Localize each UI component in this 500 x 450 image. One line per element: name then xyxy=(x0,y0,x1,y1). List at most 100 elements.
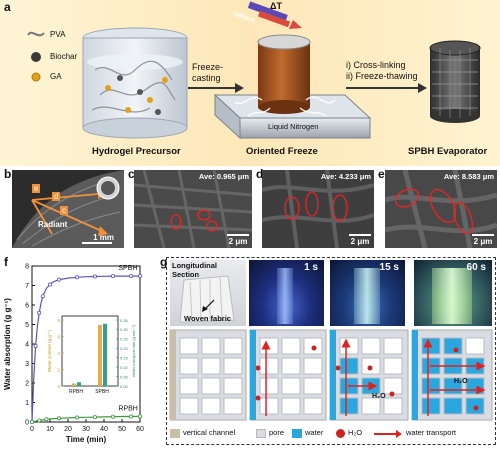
data-point-rpbh xyxy=(29,419,34,424)
legend-swatch-channel xyxy=(170,429,180,438)
diagram-1s xyxy=(249,329,327,421)
crosslink-line-2: ii) Freeze-thawing xyxy=(346,71,418,81)
x-tick-label: 60 xyxy=(136,426,144,433)
time-15s: 15 s xyxy=(379,262,399,273)
data-point-rpbh xyxy=(111,414,116,419)
legend-pva: PVA xyxy=(50,30,66,39)
inset-left-tick-label: 8 xyxy=(57,318,60,323)
x-tick-label: 50 xyxy=(118,426,126,433)
inset-bar-content-rpbh xyxy=(72,383,76,386)
legend-water: water xyxy=(305,428,324,437)
time-image-1s: 1 s xyxy=(249,260,324,326)
legend-pore: pore xyxy=(269,428,285,437)
x-tick-label: 0 xyxy=(30,426,34,433)
data-point-rpbh xyxy=(128,414,133,419)
longitudinal-section-photo: Longitudinal Section Woven fabric xyxy=(170,260,246,326)
water-transport-diagrams xyxy=(169,329,493,421)
data-point-rpbh xyxy=(37,418,42,423)
y-tick-label: 6 xyxy=(25,303,29,310)
ave-d: Ave: 4.233 μm xyxy=(320,172,371,181)
panel-a-background xyxy=(0,0,500,166)
panel-c-drawing xyxy=(134,170,252,248)
y-tick-label: 1 xyxy=(25,400,29,407)
x-axis-label: Time (min) xyxy=(66,435,107,444)
inset-left-axis-label: Water content (g g⁻¹) xyxy=(47,329,52,372)
panel-b-drawing xyxy=(12,170,124,248)
mark-c: c xyxy=(60,206,68,215)
scale-e: 2 μm xyxy=(472,234,494,246)
series-label-rpbh: RPBH xyxy=(118,405,137,412)
crosslink-line-1: i) Cross-linking xyxy=(346,60,406,70)
diagram-15s xyxy=(329,329,409,421)
freeze-casting-label: Freeze- casting xyxy=(192,62,223,84)
freeze-casting-line-1: Freeze- xyxy=(192,62,224,72)
data-point-spbh xyxy=(75,275,80,280)
diagram-60s xyxy=(411,329,493,421)
panel-b-image: e d c Radiant 1 mm xyxy=(12,170,124,248)
h2o-molecule-icon xyxy=(336,429,345,438)
panel-g-letter: g xyxy=(160,255,168,269)
freeze-casting-line-2: casting xyxy=(192,73,221,83)
legend-swatch-pore xyxy=(256,429,266,438)
panel-c-letter: c xyxy=(128,167,135,181)
y-tick-label: 3 xyxy=(25,361,29,368)
mark-e: e xyxy=(32,184,41,193)
panel-g-legend: vertical channel pore water H₂O water tr… xyxy=(170,426,492,442)
legend-water-transport: water transport xyxy=(406,428,457,437)
caption-spbh-evaporator: SPBH Evaporator xyxy=(408,146,488,157)
inset-right-tick-label: 0.35 xyxy=(120,318,129,323)
woven-fabric-label: Woven fabric xyxy=(184,314,231,323)
transport-arrow-icon xyxy=(374,433,398,435)
data-point-spbh xyxy=(33,343,38,348)
delta-t-label: ΔT xyxy=(270,1,282,11)
inset-bar-rate-spbh xyxy=(103,323,107,386)
x-tick-label: 20 xyxy=(64,426,72,433)
diagram-structure xyxy=(169,329,247,421)
legend-biochar: Biochar xyxy=(50,52,78,61)
scale-c: 2 μm xyxy=(227,234,249,246)
y-tick-label: 2 xyxy=(25,381,29,388)
data-point-spbh xyxy=(48,282,53,287)
section-title: Longitudinal Section xyxy=(172,261,217,279)
inset-right-tick-label: 0.15 xyxy=(120,356,129,361)
data-point-spbh xyxy=(128,274,133,279)
panel-b-letter: b xyxy=(4,167,12,181)
caption-hydrogel-precursor: Hydrogel Precursor xyxy=(92,146,181,157)
panel-e-image: Ave: 8.583 μm 2 μm xyxy=(385,170,497,248)
panel-g-frame xyxy=(166,257,496,445)
y-tick-label: 5 xyxy=(25,322,29,329)
scale-1mm: 1 mm xyxy=(93,233,114,242)
inset-bar-content-spbh xyxy=(98,324,102,386)
panel-a: a PVA Biochar GA Freeze- casting i) Cros… xyxy=(0,0,500,166)
inset-category-label: RPBH xyxy=(69,389,83,395)
data-point-spbh xyxy=(111,274,116,279)
radiant-label: Radiant xyxy=(38,220,68,229)
data-point-rpbh xyxy=(137,414,142,419)
panel-d-letter: d xyxy=(256,167,264,181)
time-image-60s: 60 s xyxy=(414,260,492,326)
inset-left-tick-label: 2 xyxy=(57,368,60,373)
panel-e-letter: e xyxy=(378,167,385,181)
x-tick-label: 10 xyxy=(46,426,54,433)
data-point-spbh xyxy=(37,310,42,315)
panel-d-image: Ave: 4.233 μm 2 μm xyxy=(262,170,374,248)
data-point-rpbh xyxy=(44,417,49,422)
inset-category-label: SPBH xyxy=(95,389,109,395)
panel-c-image: Ave: 0.965 μm 2 μm xyxy=(134,170,252,248)
inset-left-tick-label: 0 xyxy=(57,384,60,389)
inset-right-axis-label: Water transport rate (g min⁻¹) xyxy=(131,324,136,377)
inset-bar-rate-rpbh xyxy=(77,382,81,386)
time-image-15s: 15 s xyxy=(330,260,405,326)
section-drawing xyxy=(179,275,235,323)
inset-right-tick-label: 0.25 xyxy=(120,337,129,342)
time-60s: 60 s xyxy=(466,262,486,273)
data-point-spbh xyxy=(40,294,45,299)
y-tick-label: 0 xyxy=(25,420,29,427)
y-axis-label: Water absorption (g g⁻¹) xyxy=(3,298,12,390)
h2o-label-60s: H₂O xyxy=(454,378,468,385)
x-tick-label: 30 xyxy=(82,426,90,433)
panel-d-drawing xyxy=(262,170,374,248)
panel-e-drawing xyxy=(385,170,497,248)
data-point-spbh xyxy=(137,274,142,279)
